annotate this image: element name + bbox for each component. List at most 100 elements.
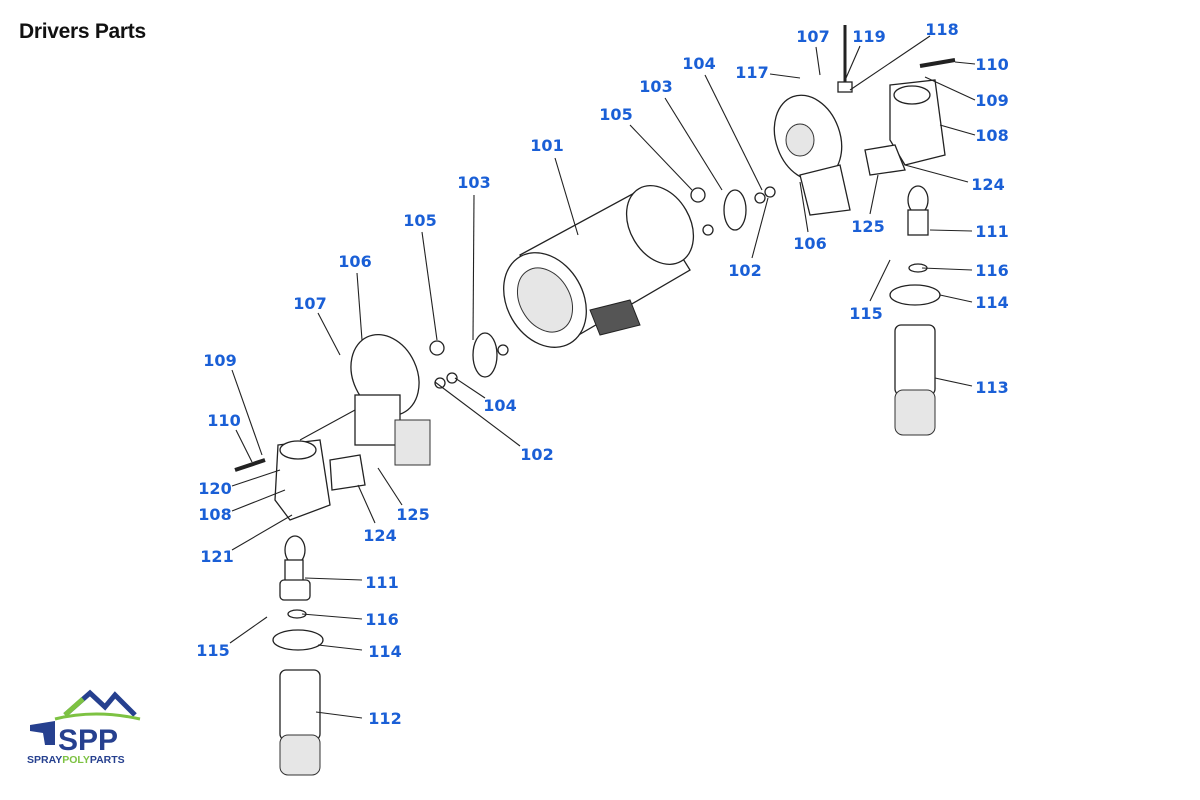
leader-line: [356, 272, 363, 341]
motor-101: [503, 185, 695, 348]
washer-105-left: [429, 340, 445, 356]
callout-112: 112: [315, 709, 402, 728]
part-number-label: 110: [207, 411, 240, 430]
callout-103: 103: [457, 173, 491, 341]
leader-line: [954, 61, 976, 65]
leader-line: [231, 514, 293, 551]
svg-text:SPRAYPOLYPARTS: SPRAYPOLYPARTS: [27, 754, 125, 765]
leader-line: [434, 381, 521, 447]
end-bell-106-right: [773, 94, 851, 216]
callout-105: 105: [403, 211, 438, 341]
part-number-label: 111: [975, 222, 1008, 241]
part-number-label: 109: [975, 91, 1008, 110]
callout-124: 124: [357, 484, 397, 545]
gear-103-left: [472, 332, 498, 378]
part-number-label: 103: [639, 77, 672, 96]
leader-line: [454, 377, 486, 399]
leader-line: [939, 124, 976, 136]
callout-107: 107: [293, 294, 341, 356]
part-number-label: 106: [338, 252, 371, 271]
part-number-label: 117: [735, 63, 768, 82]
end-bell-106-left: [299, 333, 431, 466]
pump-113: [889, 185, 941, 436]
part-number-label: 104: [483, 396, 516, 415]
spraypolyparts-logo: SPP SPRAYPOLYPARTS: [27, 689, 141, 765]
part-number-label: 124: [363, 526, 396, 545]
callout-109: 109: [203, 351, 263, 456]
part-number-label: 120: [198, 479, 231, 498]
callout-117: 117: [735, 63, 801, 82]
leader-line: [315, 711, 363, 719]
callout-125: 125: [851, 174, 885, 236]
callout-102: 102: [434, 381, 554, 464]
leader-line: [304, 577, 363, 581]
callout-106: 106: [793, 181, 827, 253]
callout-114: 114: [317, 642, 402, 661]
part-number-label: 103: [457, 173, 490, 192]
leader-line: [869, 259, 891, 302]
callout-106: 106: [338, 252, 372, 341]
leader-line: [231, 369, 263, 456]
part-number-label: 111: [365, 573, 398, 592]
housing-108-right: [837, 25, 956, 176]
part-number-label: 101: [530, 136, 563, 155]
leader-line: [229, 616, 268, 644]
svg-text:SPP: SPP: [58, 724, 118, 757]
part-number-label: 102: [520, 445, 553, 464]
part-number-label: 114: [368, 642, 401, 661]
leader-line: [845, 45, 861, 79]
callout-116: 116: [921, 261, 1009, 280]
leader-line: [921, 267, 973, 271]
leader-line: [769, 73, 801, 79]
leader-line: [421, 231, 438, 341]
callout-102: 102: [728, 197, 769, 280]
leader-line: [929, 229, 973, 232]
part-number-label: 110: [975, 55, 1008, 74]
part-number-label: 125: [396, 505, 429, 524]
leader-line: [377, 467, 403, 506]
part-number-label: 116: [365, 610, 398, 629]
leader-line: [924, 76, 976, 101]
callout-103: 103: [639, 77, 723, 191]
part-number-label: 102: [728, 261, 761, 280]
pump-112: [272, 535, 324, 776]
leader-line: [664, 97, 723, 191]
leader-line: [799, 181, 809, 233]
leader-line: [629, 124, 693, 191]
part-number-label: 124: [971, 175, 1004, 194]
leader-line: [869, 174, 879, 215]
gear-103-right: [723, 189, 747, 231]
leader-line: [554, 157, 579, 236]
callout-124: 124: [904, 164, 1005, 194]
callout-116: 116: [301, 610, 399, 629]
part-number-label: 108: [975, 126, 1008, 145]
part-number-label: 109: [203, 351, 236, 370]
callout-110: 110: [954, 55, 1009, 74]
part-number-label: 112: [368, 709, 401, 728]
part-number-label: 113: [975, 378, 1008, 397]
callout-110: 110: [207, 411, 253, 463]
leader-line: [317, 644, 363, 651]
leader-line: [472, 194, 475, 341]
leader-line: [849, 35, 931, 91]
part-number-label: 104: [682, 54, 715, 73]
callout-111: 111: [304, 573, 399, 592]
callout-125: 125: [377, 467, 430, 524]
part-number-label: 115: [196, 641, 229, 660]
part-number-label: 118: [925, 20, 958, 39]
part-number-label: 115: [849, 304, 882, 323]
leader-line: [231, 489, 286, 512]
callout-120: 120: [198, 469, 281, 498]
part-number-label: 116: [975, 261, 1008, 280]
callout-115: 115: [849, 259, 891, 323]
callout-118: 118: [849, 20, 959, 91]
callout-114: 114: [939, 293, 1009, 312]
part-number-label: 107: [293, 294, 326, 313]
leader-line: [934, 377, 973, 387]
leader-line: [751, 197, 769, 259]
leader-line: [815, 46, 821, 76]
callout-109: 109: [924, 76, 1009, 110]
part-number-label: 105: [403, 211, 436, 230]
leader-line: [704, 74, 763, 191]
